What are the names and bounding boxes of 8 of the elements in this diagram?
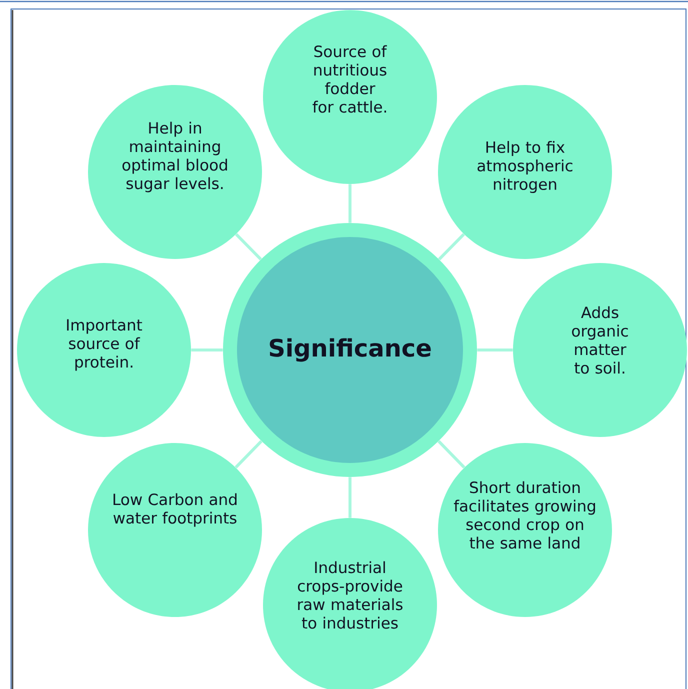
connector-line xyxy=(438,440,466,469)
connector-line xyxy=(438,233,465,260)
connector-line xyxy=(235,233,262,260)
connector-line xyxy=(191,348,223,352)
connector-line xyxy=(477,348,513,352)
connector-line xyxy=(348,477,352,518)
connector-line xyxy=(234,440,262,469)
connector-line xyxy=(348,184,352,223)
